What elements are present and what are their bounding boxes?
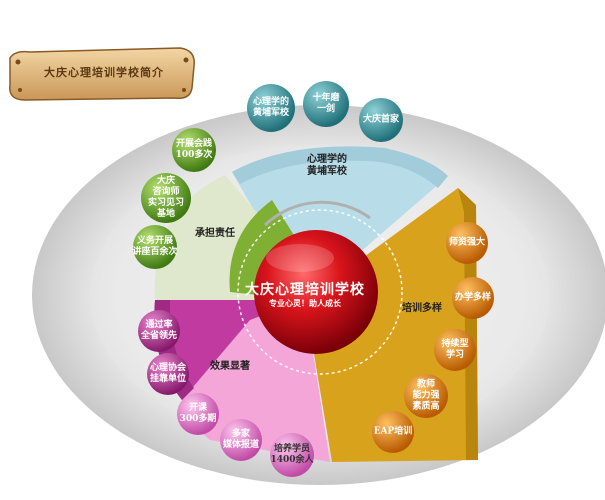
sign-title: 大庆心理培训学校简介	[44, 66, 164, 79]
bubble-15	[141, 173, 191, 223]
bubble-3-text: 大庆首家	[362, 114, 400, 125]
sector-top-rim	[232, 146, 448, 188]
bubble-2-text: 十年磨一剑	[312, 93, 340, 114]
sector-top-label: 心理学的 黄埔军校	[307, 154, 347, 178]
bubble-14	[133, 225, 177, 269]
bubble-1	[247, 84, 295, 132]
bubble-7	[404, 374, 448, 418]
bubble-6-text: 持续型学习	[441, 339, 469, 360]
bubble-5	[452, 277, 494, 319]
ring-arrow-arc	[263, 200, 371, 227]
bubble-10-text: 多家媒体报道	[222, 429, 260, 450]
center-subtitle: 专业心灵！助人成长	[269, 298, 341, 308]
bubble-13	[138, 310, 180, 352]
sector-top-label-line1: 心理学的	[307, 154, 347, 165]
inner-ring	[237, 209, 403, 375]
bubble-6	[434, 329, 476, 371]
bubble-13-text: 通过率全省领先	[140, 320, 178, 341]
sector-left-label: 承担责任	[195, 228, 235, 239]
bubble-12	[147, 353, 189, 395]
center-title: 大庆心理培训学校	[245, 282, 365, 298]
bubble-12-text: 心理协会挂靠单位	[149, 363, 187, 384]
bubble-4	[446, 222, 488, 264]
bubble-9	[270, 433, 314, 477]
bubble-4-text: 师资强大	[448, 237, 486, 248]
bubble-5-text: 办学多样	[454, 292, 492, 303]
sector-left-magenta	[154, 300, 305, 400]
bubble-14-text: 义务开展讲座百余次	[132, 236, 178, 257]
bubble-3	[359, 98, 403, 142]
sector-right-label: 培训多样	[402, 303, 442, 314]
bubble-15-text: 大庆咨询师实习见习基地	[147, 176, 185, 219]
bubble-2	[303, 81, 349, 127]
bubble-8-text: EAP培训	[373, 426, 413, 437]
sector-bottom-label: 效果显著	[210, 361, 250, 372]
bubble-16	[172, 128, 216, 172]
bubble-7-text: 教师能力强素质高	[412, 379, 440, 412]
bubble-1-text: 心理学的黄埔军校	[252, 97, 290, 118]
bubble-8	[372, 411, 414, 453]
wooden-sign	[9, 47, 195, 101]
sector-top-label-line2: 黄埔军校	[307, 166, 347, 177]
center-ball	[254, 230, 378, 354]
bubble-11	[177, 393, 219, 435]
bubble-10	[220, 419, 262, 461]
